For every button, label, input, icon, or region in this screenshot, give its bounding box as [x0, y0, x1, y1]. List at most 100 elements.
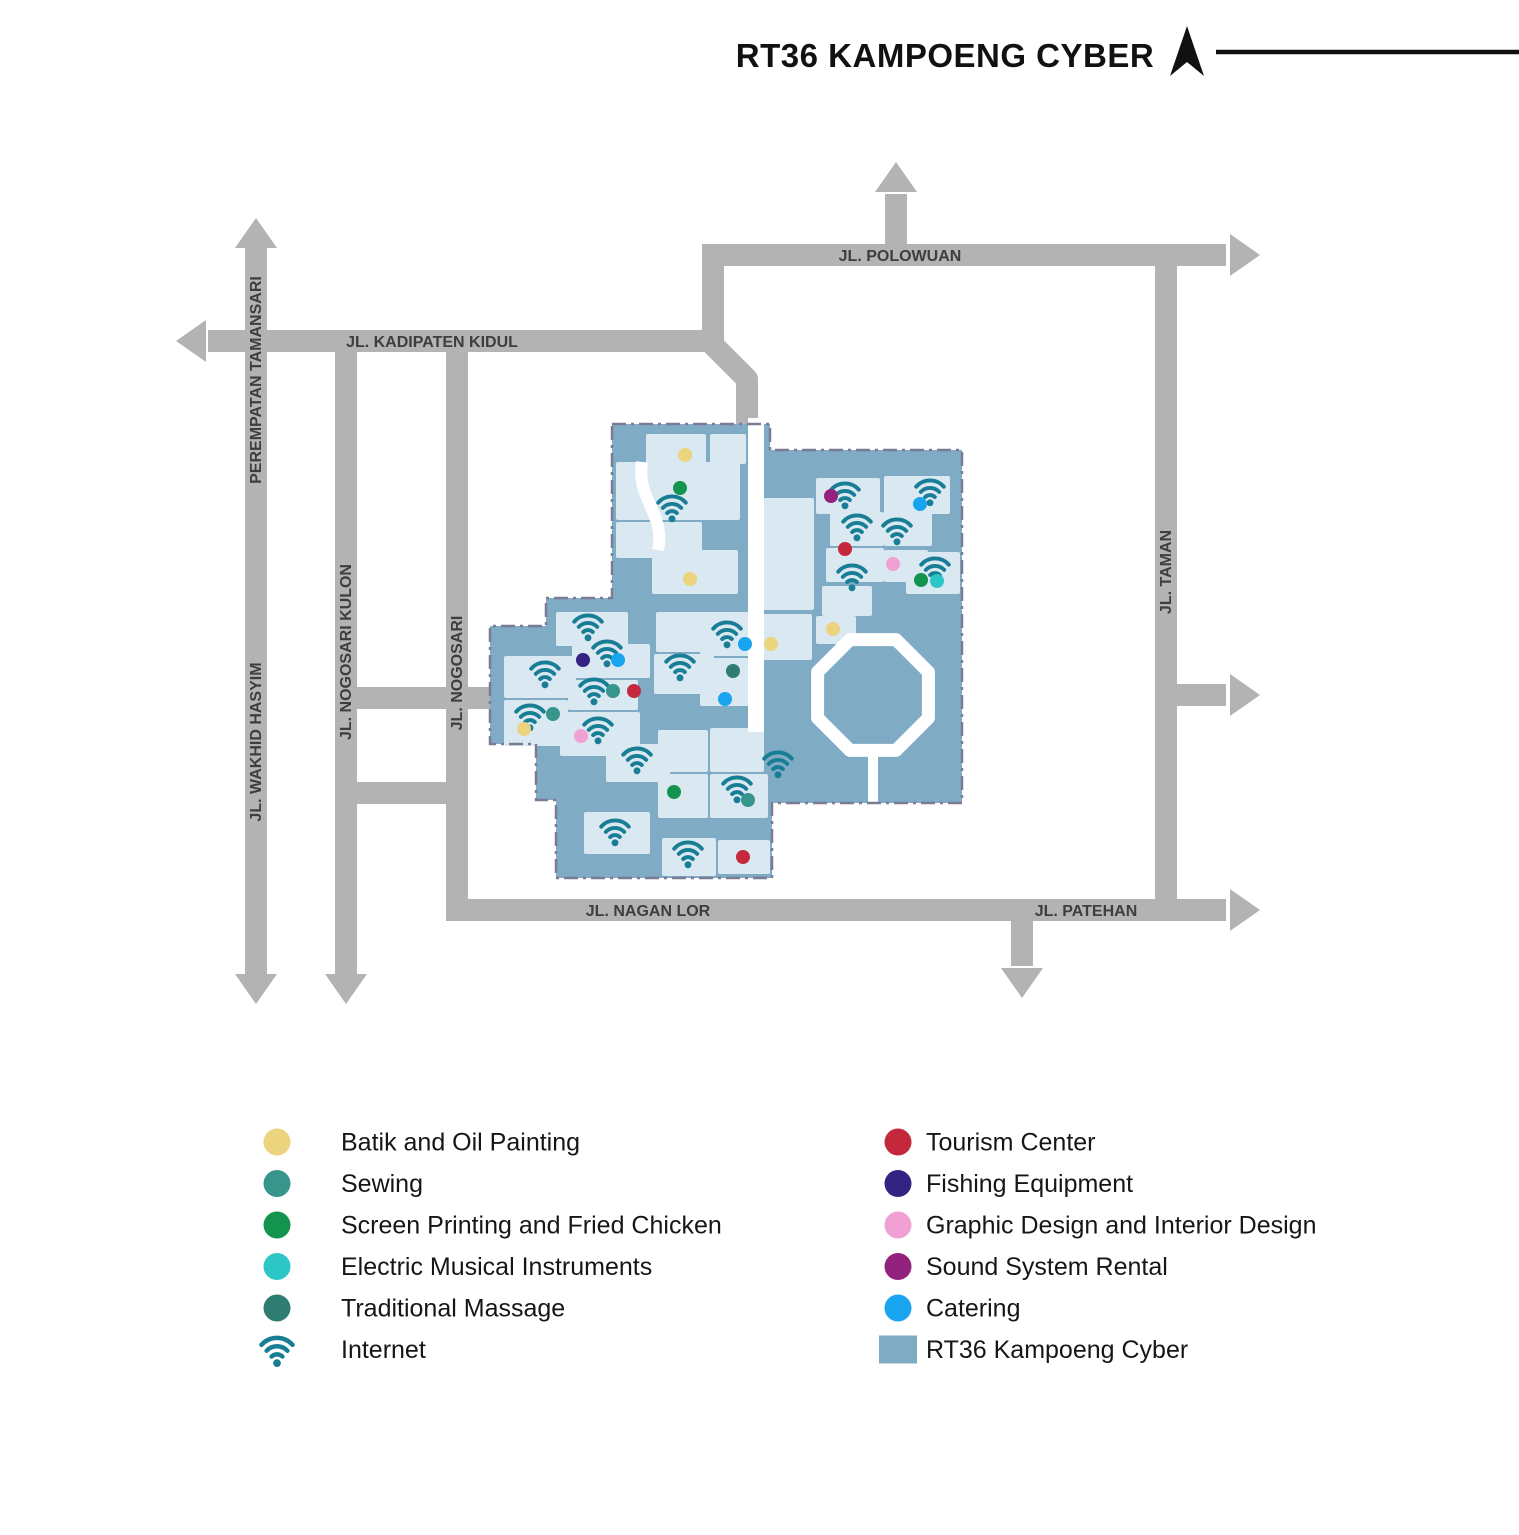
wifi-dot: [273, 1359, 281, 1367]
legend-swatch-sound: [884, 1253, 912, 1280]
wifi-arc: [600, 654, 614, 661]
legend-swatch-screen: [263, 1211, 291, 1239]
road-label: JL. PATEHAN: [1035, 903, 1138, 920]
building-block: [584, 812, 650, 854]
wifi-arc: [576, 621, 600, 629]
wifi-dot: [668, 515, 676, 523]
wifi-arc: [721, 775, 753, 786]
wifi-icon: [711, 620, 743, 649]
building-block: [652, 550, 738, 594]
wifi-dot: [590, 698, 598, 706]
kampoeng-border: [488, 422, 964, 880]
wifi-arc: [838, 496, 852, 503]
marker-dot-electric: [930, 574, 944, 588]
wifi-arc: [259, 1335, 295, 1348]
wifi-arc: [656, 494, 688, 505]
wifi-arc: [715, 628, 739, 636]
legend-item: Traditional Massage: [263, 1294, 565, 1323]
wifi-arc: [676, 848, 700, 856]
building-block: [700, 658, 758, 706]
marker-dot-sewing: [741, 793, 755, 807]
road-label: JL. POLOWUAN: [839, 248, 962, 265]
wifi-arc: [668, 661, 692, 669]
legend-swatch-batik: [263, 1128, 291, 1156]
wifi-icon: [529, 660, 561, 689]
wifi-arc: [625, 754, 649, 762]
legend-swatch-sewing: [263, 1170, 291, 1197]
building-block: [884, 476, 950, 514]
legend-label: Screen Printing and Fried Chicken: [341, 1212, 722, 1240]
wifi-arc: [762, 750, 794, 761]
legend-item: Sound System Rental: [884, 1253, 1168, 1281]
wifi-arc: [890, 532, 904, 539]
building-block: [822, 586, 872, 616]
legend-label: Batik and Oil Painting: [341, 1129, 580, 1157]
wifi-arc: [621, 746, 653, 757]
wifi-icon: [762, 750, 794, 779]
wifi-icon: [582, 716, 614, 745]
wifi-dot: [611, 839, 619, 847]
legend-item: Sewing: [263, 1170, 423, 1198]
marker-dot-graphic: [886, 557, 900, 571]
legend-area-swatch: [879, 1335, 917, 1364]
road-label: JL. WAKHID HASYIM: [248, 662, 265, 821]
header-layer: RT36 KAMPOENG CYBER: [736, 26, 1519, 76]
marker-dot-catering: [913, 497, 927, 511]
marker-dot-batik: [517, 722, 531, 736]
legend-item: Tourism Center: [884, 1128, 1096, 1157]
wifi-dot: [584, 634, 592, 642]
road-arrow-right: [1230, 889, 1260, 931]
legend-label: Graphic Design and Interior Design: [926, 1212, 1316, 1240]
building-block: [658, 774, 708, 818]
wifi-arc: [608, 833, 622, 840]
wifi-arc: [664, 653, 696, 664]
pond-ring: [811, 633, 935, 757]
legend-swatch-fishing: [884, 1170, 912, 1197]
road-label: JL. KADIPATEN KIDUL: [346, 334, 518, 351]
wifi-arc: [840, 571, 864, 579]
wifi-icon: [664, 653, 696, 682]
legend-label: Traditional Massage: [341, 1295, 565, 1323]
building-block: [572, 644, 650, 678]
marker-dot-screen: [667, 785, 681, 799]
road-arrow-down: [235, 974, 277, 1004]
wifi-arc: [845, 578, 859, 585]
wifi-arc: [766, 758, 790, 766]
road-arrow-right: [1230, 674, 1260, 716]
road-label: JL. TAMAN: [1158, 530, 1175, 614]
wifi-arc: [523, 718, 537, 725]
building-block: [568, 680, 638, 710]
wifi-arc: [836, 563, 868, 574]
wifi-arc: [711, 620, 743, 631]
wifi-arc: [586, 724, 610, 732]
wifi-dot: [926, 499, 934, 507]
legend-label: Fishing Equipment: [926, 1170, 1133, 1198]
legend-label: Sewing: [341, 1170, 423, 1198]
wifi-arc: [881, 517, 913, 528]
wifi-arc: [841, 513, 873, 524]
legend-swatch-tourism: [884, 1128, 912, 1156]
legend-label: Catering: [926, 1295, 1021, 1323]
building-block: [752, 498, 814, 610]
marker-dot-fishing: [576, 653, 590, 667]
wifi-icon: [578, 677, 610, 706]
marker-dot-batik: [683, 572, 697, 586]
marker-dot-massage: [726, 664, 740, 678]
wifi-arc: [582, 685, 606, 693]
wifi-arc: [672, 840, 704, 851]
legend-label: Tourism Center: [926, 1129, 1096, 1157]
marker-dot-sound: [824, 489, 838, 503]
wifi-arc: [681, 855, 695, 862]
wifi-icon: [621, 746, 653, 775]
wifi-dot: [684, 861, 692, 869]
wifi-arc: [533, 668, 557, 676]
road-label: JL. NOGOSARI KULON: [338, 564, 355, 740]
wifi-arc: [923, 493, 937, 500]
marker-dot-catering: [718, 692, 732, 706]
wifi-arc: [591, 639, 623, 650]
road-arrow-down: [325, 974, 367, 1004]
marker-dot-batik: [678, 448, 692, 462]
road-arrow-up: [875, 162, 917, 192]
legend-item: Catering: [884, 1294, 1021, 1323]
